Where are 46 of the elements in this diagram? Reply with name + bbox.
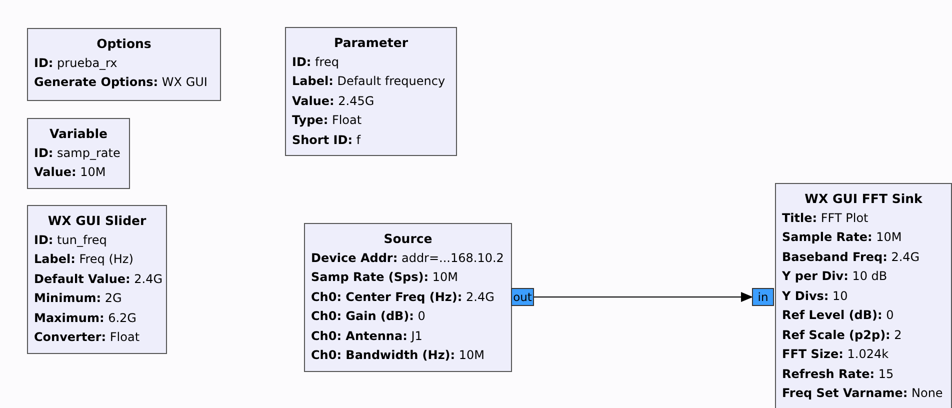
connector-arrow [534, 292, 753, 302]
parameter-line: Label: Default frequency [292, 73, 446, 90]
block-title: Parameter [333, 34, 409, 52]
port-box: out [511, 288, 534, 306]
parameter-line: Device Addr: addr=...168.10.2 [311, 250, 505, 266]
block-box [27, 28, 221, 101]
parameter-line: Type: Float [292, 112, 363, 129]
parameter-line: Value: 10M [34, 164, 107, 181]
parameter-line: Samp Rate (Sps): 10M [311, 269, 459, 286]
parameter-line: Ch0: Gain (dB): 0 [311, 308, 426, 325]
parameter-line: Sample Rate: 10M [782, 229, 903, 246]
block-title: Source [382, 230, 434, 248]
block-box [27, 118, 130, 189]
port-box: in [752, 288, 774, 306]
parameter-line: Ch0: Antenna: J1 [311, 328, 424, 344]
parameter-line: Maximum: 6.2G [34, 310, 138, 326]
block-title: WX GUI Slider [46, 212, 148, 230]
parameter-line: Value: 2.45G [292, 92, 376, 110]
parameter-line: Generate Options: WX GUI [34, 74, 208, 91]
parameter-line: Ch0: Center Freq (Hz): 2.4G [311, 288, 496, 306]
parameter-line: Baseband Freq: 2.4G [782, 248, 921, 266]
parameter-line: Short ID: f [292, 132, 362, 148]
parameter-line: Freq Set Varname: None [782, 385, 944, 402]
block-box [285, 27, 457, 156]
block-title: WX GUI FFT Sink [804, 190, 924, 208]
parameter-line: ID: samp_rate [34, 144, 122, 162]
parameter-line: Y per Div: 10 dB [782, 268, 888, 285]
block-title: Variable [48, 125, 109, 143]
block-box [27, 205, 167, 354]
parameter-line: Default Value: 2.4G [34, 270, 160, 288]
block-box [304, 223, 512, 372]
block-box [775, 183, 952, 408]
parameter-line: Label: Freq (Hz) [34, 251, 134, 268]
parameter-line: Ref Level (dB): 0 [782, 307, 895, 324]
parameter-line: ID: prueba_rx [34, 54, 118, 72]
parameter-line: FFT Size: 1.024k [782, 346, 890, 363]
block-title: Options [96, 35, 152, 53]
parameter-line: Converter: Float [34, 329, 141, 346]
parameter-line: Ref Scale (p2p): 2 [782, 326, 903, 344]
parameter-line: Refresh Rate: 15 [782, 366, 895, 382]
parameter-line: Minimum: 2G [34, 290, 123, 307]
parameter-line: ID: tun_freq [34, 232, 108, 249]
parameter-line: ID: freq [292, 54, 340, 70]
parameter-line: Ch0: Bandwidth (Hz): 10M [311, 347, 486, 364]
parameter-line: Title: FFT Plot [782, 210, 870, 226]
parameter-line: Y Divs: 10 [782, 288, 849, 304]
